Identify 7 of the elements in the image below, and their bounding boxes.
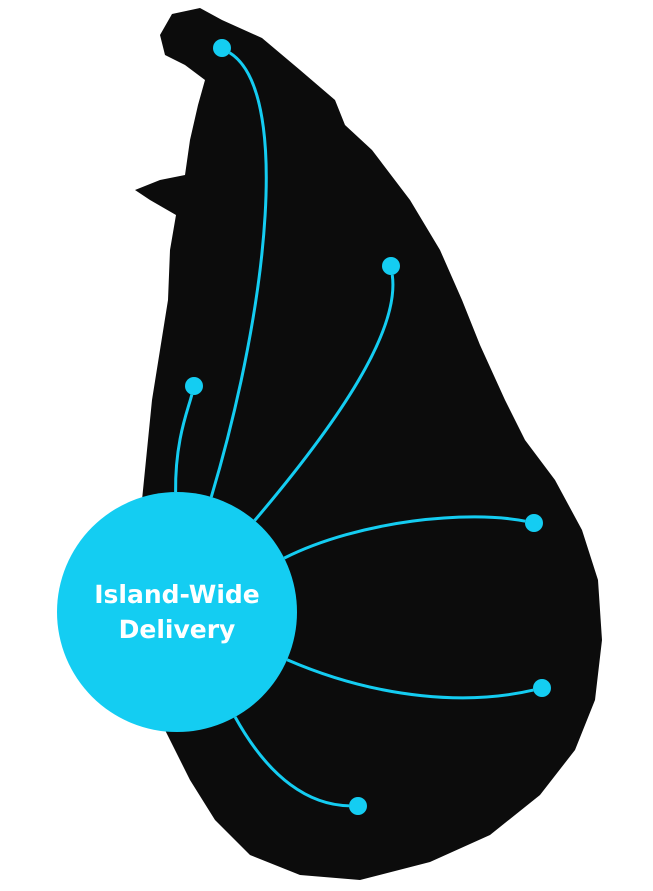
connector-line bbox=[254, 274, 394, 522]
connector-line bbox=[284, 515, 526, 560]
connector-line bbox=[234, 716, 350, 808]
connector-line bbox=[286, 658, 534, 700]
connector-line bbox=[210, 52, 268, 498]
hub-label: Island-Wide Delivery bbox=[93, 579, 261, 646]
connector-line bbox=[174, 394, 194, 492]
